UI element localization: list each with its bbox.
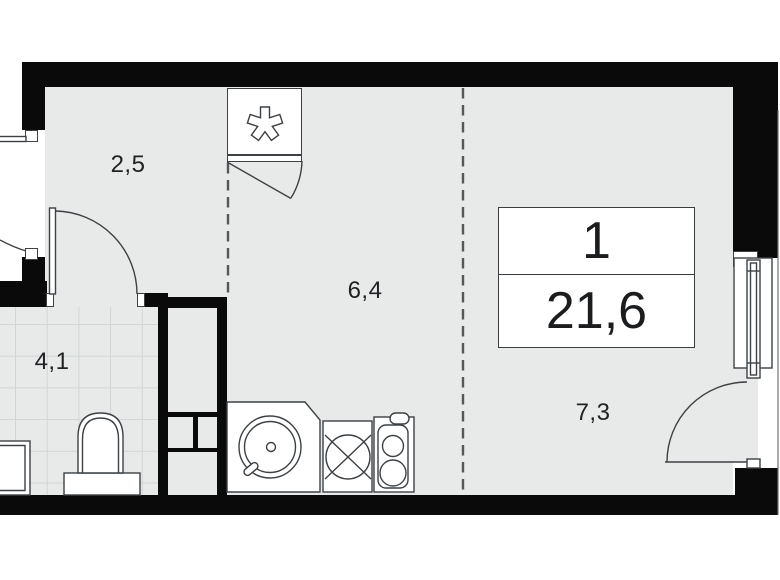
stove-two-burner [373,412,415,493]
room-label-hallway: 2,5 [110,151,146,178]
wall-bottom-right-block [735,468,778,515]
duct-riser-opening-right [198,417,217,448]
wall-top [22,62,778,87]
duct-wall-right [217,297,227,495]
entrance-door-arc [0,239,27,252]
wall-bathroom-corner [0,281,47,307]
balcony-door-jamb [746,458,761,469]
kitchen-door-lintel [227,154,302,162]
balcony-door-arc [666,381,748,463]
room-label-bathroom: 4,1 [34,348,70,375]
kitchen-door-leaf [226,161,292,200]
kitchen-door-arc [290,160,303,199]
duct-wall-top [158,297,227,308]
bathroom-door-arc [55,210,138,295]
bathroom-jamb-right [137,293,145,307]
toilet [63,412,141,496]
faucet [243,461,259,477]
duct-wall-left [158,297,168,495]
kitchen-sink-counter [226,401,321,493]
balcony-threshold [733,368,758,462]
unit-area: 21,6 [545,282,648,340]
wall-right [733,62,778,258]
room-label-kitchen: 6,4 [347,277,383,304]
entrance-jamb-bottom [25,248,38,260]
cooktop-unit [322,420,373,493]
wall-bottom [0,495,735,515]
entrance-door-leaf [0,135,27,143]
unit-number: 1 [499,208,694,275]
wall-left-upper [22,62,45,130]
bathroom-sink [0,440,31,496]
unit-info-box: 1 21,6 [498,207,695,348]
ventilation-asterisk-icon [246,106,284,142]
balcony-window-door [665,257,773,469]
bathroom-door-leaf [48,207,57,295]
duct-riser-opening-left [168,417,193,448]
room-label-living: 7,3 [575,399,611,426]
